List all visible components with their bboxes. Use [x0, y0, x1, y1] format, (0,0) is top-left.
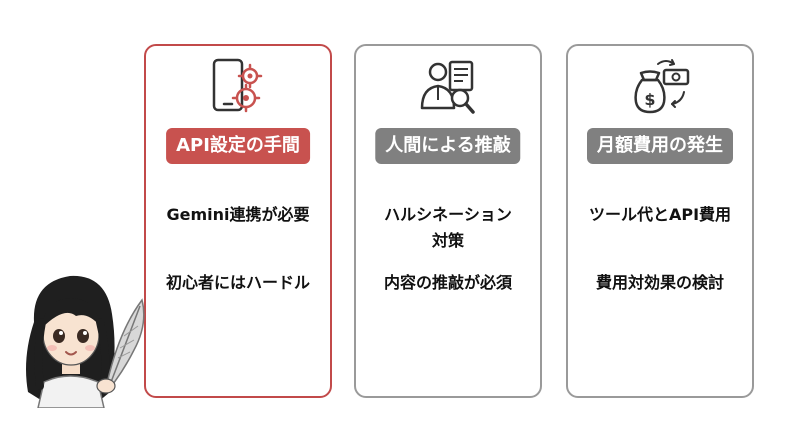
svg-text:$: $ — [644, 90, 655, 109]
person-document-search-icon — [420, 60, 475, 114]
card-line-1: Gemini連携が必要 — [166, 205, 310, 224]
card-monthly-cost: $ 月額費用の発生 ツール代とAPI費用 費用対効果の検討 — [566, 44, 754, 398]
card-title: API設定の手間 — [166, 128, 310, 164]
card-api-setup: API設定の手間 Gemini連携が必要 初心者にはハードル — [144, 44, 332, 398]
card-line-2: 費用対効果の検討 — [595, 273, 724, 292]
money-bag-cash-cycle-icon: $ — [634, 59, 690, 114]
girl-with-quill-illustration — [26, 275, 145, 408]
card-line-1: ツール代とAPI費用 — [588, 205, 732, 224]
card-human-editing: 人間による推敲 ハルシネーション 対策 内容の推敲が必須 — [354, 44, 542, 398]
card-line-1: ハルシネーション 対策 — [384, 205, 512, 250]
phone-gear-icon — [212, 58, 263, 113]
card-line-2: 内容の推敲が必須 — [383, 273, 512, 292]
card-line-2: 初心者にはハードル — [165, 273, 310, 292]
card-title: 人間による推敲 — [375, 128, 521, 164]
card-title: 月額費用の発生 — [587, 128, 733, 164]
